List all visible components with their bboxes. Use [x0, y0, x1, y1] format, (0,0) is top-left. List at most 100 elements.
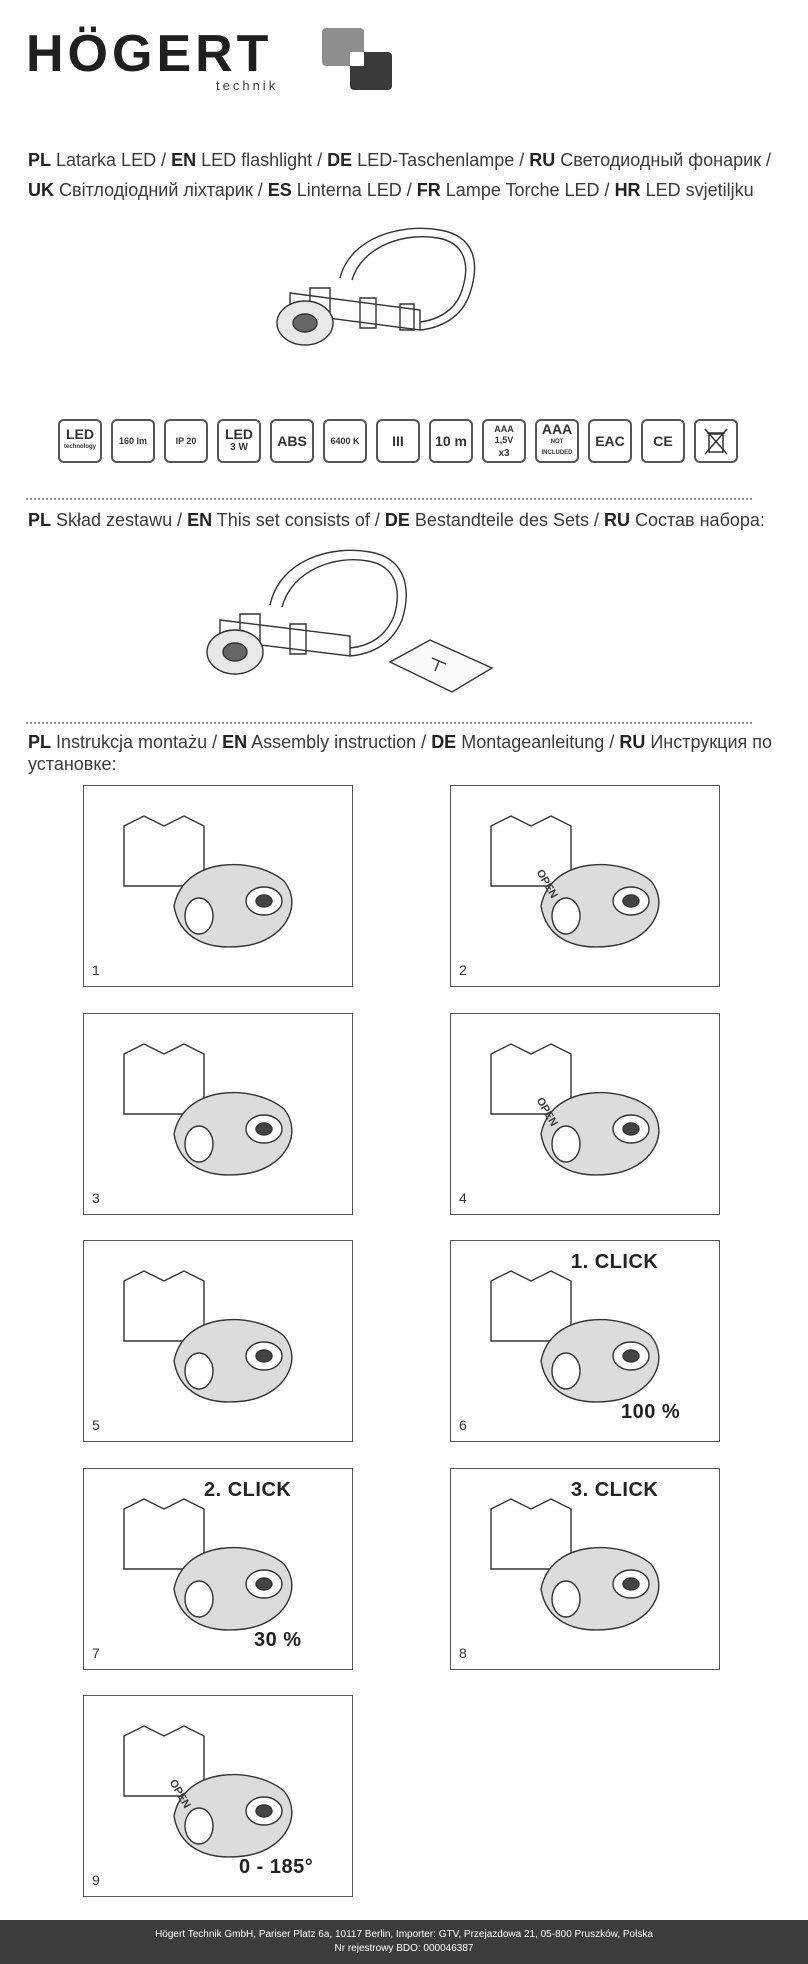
assembly-heading-lang-code: RU: [619, 732, 646, 752]
brand-logo: HÖGERT technik: [26, 20, 396, 100]
step-number: 7: [92, 1645, 100, 1661]
spec-icon-label: AAA: [541, 420, 573, 437]
assembly-heading-text: Assembly instruction /: [247, 732, 432, 752]
set-contents-illustration: [206, 549, 494, 693]
assembly-heading-text: Instrukcja montażu /: [51, 732, 223, 752]
step-illustration: [123, 1270, 293, 1403]
spec-icon-sublabel: NOT INCLUDED: [541, 438, 573, 456]
step-illustration: [490, 1498, 660, 1631]
set-heading-text: This set consists of /: [212, 510, 385, 530]
lumen-icon: 160 lm: [111, 419, 155, 463]
title-lang-code: DE: [327, 150, 353, 170]
spec-icon-label: CE: [653, 432, 673, 449]
ip-rating-icon: IP 20: [164, 419, 208, 463]
brand-mark-icon: [322, 28, 392, 90]
step-number: 3: [92, 1190, 100, 1206]
protection-class-iii-icon: III: [376, 419, 420, 463]
title-lang-code: PL: [28, 150, 52, 170]
title-text: LED flashlight /: [196, 150, 328, 170]
section-divider: [26, 498, 752, 500]
headlamp-illustration: [276, 227, 476, 346]
assembly-heading-line-2: установке:: [28, 754, 117, 774]
title-lang-code: UK: [28, 180, 54, 200]
set-heading-lang-code: PL: [28, 510, 52, 530]
set-heading-text: Skład zestawu /: [51, 510, 188, 530]
title-text: Lampe Torche LED /: [440, 180, 615, 200]
title-lang-code: EN: [171, 150, 197, 170]
step-illustration: [490, 815, 660, 948]
brand-subtitle: technik: [216, 78, 279, 93]
spec-icon-label: AAA 1,5V: [494, 423, 514, 445]
title-text: LED svjetiljku: [640, 180, 754, 200]
step-value-label: 30 %: [254, 1629, 302, 1651]
product-title-line-1: PL Latarka LED / EN LED flashlight / DE …: [28, 148, 780, 172]
step-number: 1: [92, 962, 100, 978]
step-number: 8: [459, 1645, 467, 1661]
spec-icon-label: LED: [66, 426, 94, 442]
step-value-label: 100 %: [621, 1401, 681, 1423]
assembly-step-7: 2. CLICK 30 % 7: [83, 1468, 353, 1670]
set-heading-text: Состав набора:: [629, 510, 765, 530]
abs-material-icon: ABS: [270, 419, 314, 463]
spec-icon-label: 10 m: [435, 432, 467, 449]
spec-icon-label: LED: [225, 426, 253, 442]
eac-mark-icon: EAC: [588, 419, 632, 463]
set-heading-lang-code: DE: [384, 510, 410, 530]
spec-icon-label: 6400 K: [330, 435, 360, 446]
title-lang-code: RU: [529, 150, 556, 170]
assembly-step-1: 1: [83, 785, 353, 987]
assembly-step-5: 5: [83, 1240, 353, 1442]
step-number: 6: [459, 1417, 467, 1433]
range-icon: 10 m: [429, 419, 473, 463]
assembly-step-3: 3: [83, 1013, 353, 1215]
set-heading-lang-code: EN: [187, 510, 213, 530]
assembly-step-6: 1. CLICK 100 % 6: [450, 1240, 720, 1442]
title-text: LED-Taschenlampe /: [352, 150, 530, 170]
brand-name: HÖGERT: [26, 25, 273, 83]
spec-icon-label: III: [392, 432, 404, 449]
step-illustration: [123, 815, 293, 948]
title-text: Latarka LED /: [51, 150, 172, 170]
assembly-heading-lang-code: EN: [222, 732, 248, 752]
spec-icon-label: 160 lm: [118, 435, 148, 446]
assembly-heading-line-1: PL Instrukcja montażu / EN Assembly inst…: [28, 730, 780, 754]
step-click-label: 3. CLICK: [571, 1479, 659, 1501]
step-click-label: 2. CLICK: [204, 1479, 292, 1501]
assembly-heading-lang-code: DE: [431, 732, 457, 752]
assembly-heading-text: Инструкция по: [645, 732, 773, 752]
step-number: 4: [459, 1190, 467, 1206]
step-illustration: [123, 1043, 293, 1176]
ce-mark-icon: CE: [641, 419, 685, 463]
footer-registry: Nr rejestrowy BDO: 000046387: [334, 1943, 474, 1954]
product-title-line-2: UK Світлодіодний ліхтарик / ES Linterna …: [28, 178, 780, 202]
step-click-label: 1. CLICK: [571, 1251, 659, 1273]
title-lang-code: ES: [267, 180, 292, 200]
step-number: 5: [92, 1417, 100, 1433]
color-temperature-icon: 6400 K: [323, 419, 367, 463]
step-illustration: [123, 1725, 293, 1858]
title-lang-code: FR: [416, 180, 441, 200]
assembly-heading-lang-code: PL: [28, 732, 52, 752]
set-contents-heading: PL Skład zestawu / EN This set consists …: [28, 508, 780, 532]
step-illustration: [123, 1498, 293, 1631]
step-illustration: [490, 1043, 660, 1176]
assembly-heading-text: Montageanleitung /: [456, 732, 620, 752]
set-heading-text: Bestandteile des Sets /: [409, 510, 604, 530]
title-text: Linterna LED /: [291, 180, 417, 200]
spec-icon-label: IP 20: [175, 435, 197, 446]
footer-address: Högert Technik GmbH, Pariser Platz 6a, 1…: [155, 1929, 653, 1940]
title-text: Світлодіодний ліхтарик /: [54, 180, 268, 200]
step-number: 2: [459, 962, 467, 978]
spec-icon-label: EAC: [595, 432, 625, 449]
step-illustration: [490, 1270, 660, 1403]
assembly-step-8: 3. CLICK 8: [450, 1468, 720, 1670]
step-value-label: 0 - 185°: [239, 1856, 314, 1878]
